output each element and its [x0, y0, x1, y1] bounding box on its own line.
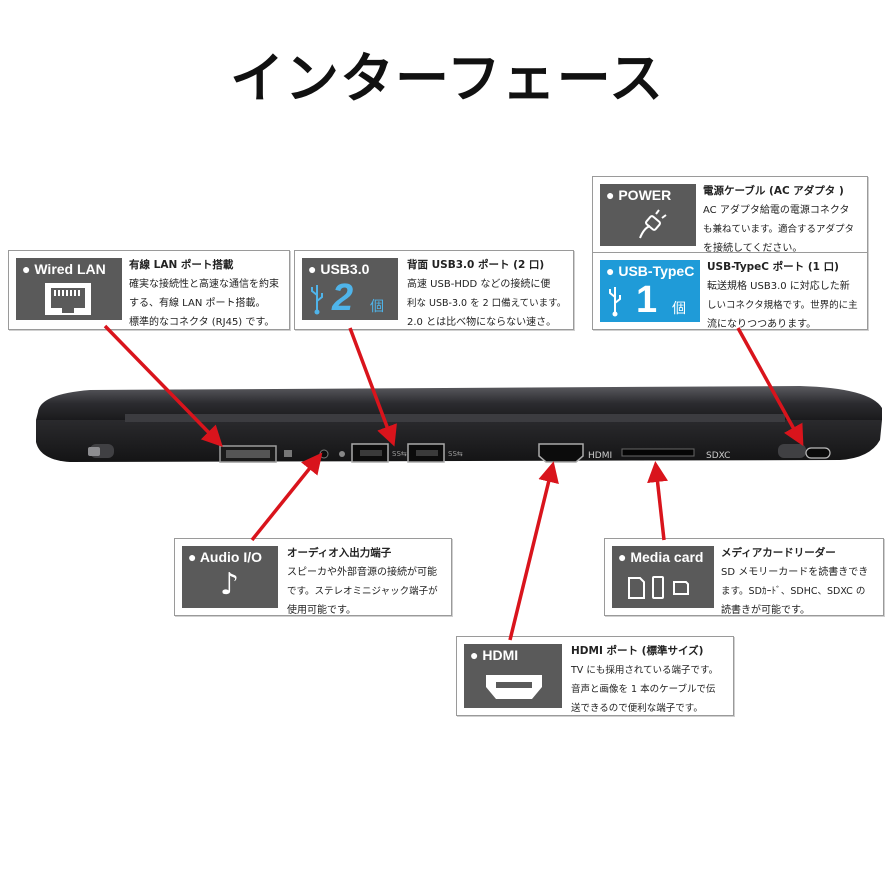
usb3-card: ● USB3.0 2 個 背面 USB3.0 ポート (2 口) 高速 USB-…: [294, 250, 574, 330]
sdxc-label: SDXC: [706, 451, 730, 461]
usb-ss-mark: SS⇆: [392, 450, 407, 458]
usb-typec-heading: USB-TypeC ポート (1 口): [707, 261, 839, 273]
usb-typec-desc-3: 流になりつつあります。: [707, 319, 817, 330]
usb-typec-card: ● USB-TypeC 1 個 USB-TypeC ポート (1 口) 転送規格…: [592, 252, 868, 330]
audio-desc-2: です。ステレオミニジャック端子が: [287, 586, 438, 597]
hdmi-port: [538, 443, 584, 463]
usb3-desc-2: 利な USB-3.0 を 2 口備えています。: [407, 298, 567, 309]
usb-typec-count: 1: [636, 279, 658, 321]
laptop-rear-view: SS⇆ SS⇆ HDMI SDXC: [36, 386, 882, 463]
audio-heading: オーディオ入出力端子: [287, 547, 392, 559]
power-desc-2: も兼ねています。適合するアダプタ: [703, 224, 855, 235]
media-card-desc-2: ます。SDｶｰﾄﾞ、SDHC、SDXC の: [721, 586, 866, 597]
usb3-desc-3: 2.0 とは比べ物にならない速さ。: [407, 317, 557, 328]
audio-desc-3: 使用可能です。: [287, 605, 356, 616]
hdmi-desc-3: 送できるので便利な端子です。: [571, 703, 703, 714]
hdmi-badge: ● HDMI: [464, 644, 562, 708]
usb-typec-count-unit: 個: [672, 301, 686, 317]
hdmi-card: ● HDMI HDMI ポート (標準サイズ) TV にも採用されている端子です…: [456, 636, 734, 716]
usb3-count: 2: [332, 277, 354, 319]
audio-jack: [319, 449, 329, 459]
power-heading: 電源ケーブル (AC アダプタ ): [703, 185, 844, 197]
power-badge-label: ● POWER: [606, 187, 672, 203]
usb3-count-unit: 個: [370, 299, 384, 315]
usb-ss-mark-2: SS⇆: [448, 450, 463, 458]
sd-card-slot: [621, 448, 695, 457]
music-note-icon: ♪: [220, 567, 240, 602]
media-card-desc-3: 読書きが可能です。: [721, 605, 810, 616]
wired-lan-badge: ● Wired LAN: [16, 258, 122, 320]
usb-typec-usb-icon: [609, 287, 621, 317]
hdmi-desc-1: TV にも採用されている端子です。: [571, 665, 719, 676]
media-card-heading: メディアカードリーダー: [721, 547, 836, 559]
wired-lan-badge-label: ● Wired LAN: [22, 261, 106, 277]
wired-lan-desc-1: 確実な接続性と高速な通信を約束: [129, 279, 279, 290]
hdmi-desc-2: 音声と画像を 1 本のケーブルで伝: [571, 684, 716, 695]
wired-lan-heading: 有線 LAN ポート搭載: [129, 259, 234, 271]
lan-icon: [284, 450, 292, 457]
audio-badge-label: ● Audio I/O: [188, 549, 263, 565]
power-plug-icon: [639, 209, 667, 239]
usb3-desc-1: 高速 USB-HDD などの接続に便: [407, 279, 551, 290]
usb-port-2-tongue: [416, 450, 438, 456]
hdmi-heading: HDMI ポート (標準サイズ): [571, 645, 704, 657]
media-card-badge-label: ● Media card: [618, 549, 704, 565]
ethernet-port: [219, 445, 277, 463]
headset-icon: [339, 451, 345, 457]
usb3-badge: ● USB3.0 2 個: [302, 258, 398, 320]
usb3-badge-label: ● USB3.0: [308, 261, 370, 277]
usb-typec-port: [805, 447, 831, 459]
memory-card-icon: [628, 576, 689, 599]
hdmi-port-label: HDMI: [588, 451, 612, 461]
usb-icon: [311, 285, 323, 315]
usb-port-1-tongue: [360, 450, 382, 456]
security-lock-slot-icon: [88, 447, 100, 456]
usb-typec-desc-1: 転送規格 USB3.0 に対応した新: [707, 281, 850, 292]
rubber-foot-right: [778, 444, 806, 458]
audio-badge: ● Audio I/O ♪: [182, 546, 278, 608]
power-desc-3: を接続してください。: [703, 243, 803, 254]
ethernet-port-icon: [45, 283, 91, 315]
usb-typec-desc-2: しいコネクタ規格です。世界的に主: [707, 300, 858, 311]
arrow-hdmi: [508, 461, 559, 641]
hinge-bar: [125, 414, 785, 422]
wired-lan-desc-3: 標準的なコネクタ (RJ45) です。: [129, 317, 275, 328]
power-card: ● POWER 電源ケーブル (AC アダプタ ) AC アダプタ給電の電源コネ…: [592, 176, 868, 254]
hdmi-port-icon: [486, 675, 542, 699]
hdmi-badge-label: ● HDMI: [470, 647, 519, 663]
page-title: インターフェース: [229, 47, 665, 110]
audio-desc-1: スピーカや外部音源の接続が可能: [287, 567, 437, 578]
power-desc-1: AC アダプタ給電の電源コネクタ: [703, 205, 850, 216]
power-badge: ● POWER: [600, 184, 696, 246]
media-card-card: ● Media card メディアカードリーダー SD メモリーカードを読書きで…: [604, 538, 884, 616]
usb3-heading: 背面 USB3.0 ポート (2 口): [407, 259, 545, 271]
audio-card: ● Audio I/O ♪ オーディオ入出力端子 スピーカや外部音源の接続が可能…: [174, 538, 452, 616]
usb-typec-badge: ● USB-TypeC 1 個: [600, 260, 700, 322]
usb-typec-badge-label: ● USB-TypeC: [606, 263, 695, 279]
wired-lan-card: ● Wired LAN 有線 LAN ポート搭載 確実な接続性と高速な通信を約束…: [8, 250, 290, 330]
laptop-lid: [36, 386, 882, 420]
media-card-badge: ● Media card: [612, 546, 714, 608]
wired-lan-desc-2: する、有線 LAN ポート搭載。: [129, 298, 266, 309]
media-card-desc-1: SD メモリーカードを読書きでき: [721, 567, 869, 578]
